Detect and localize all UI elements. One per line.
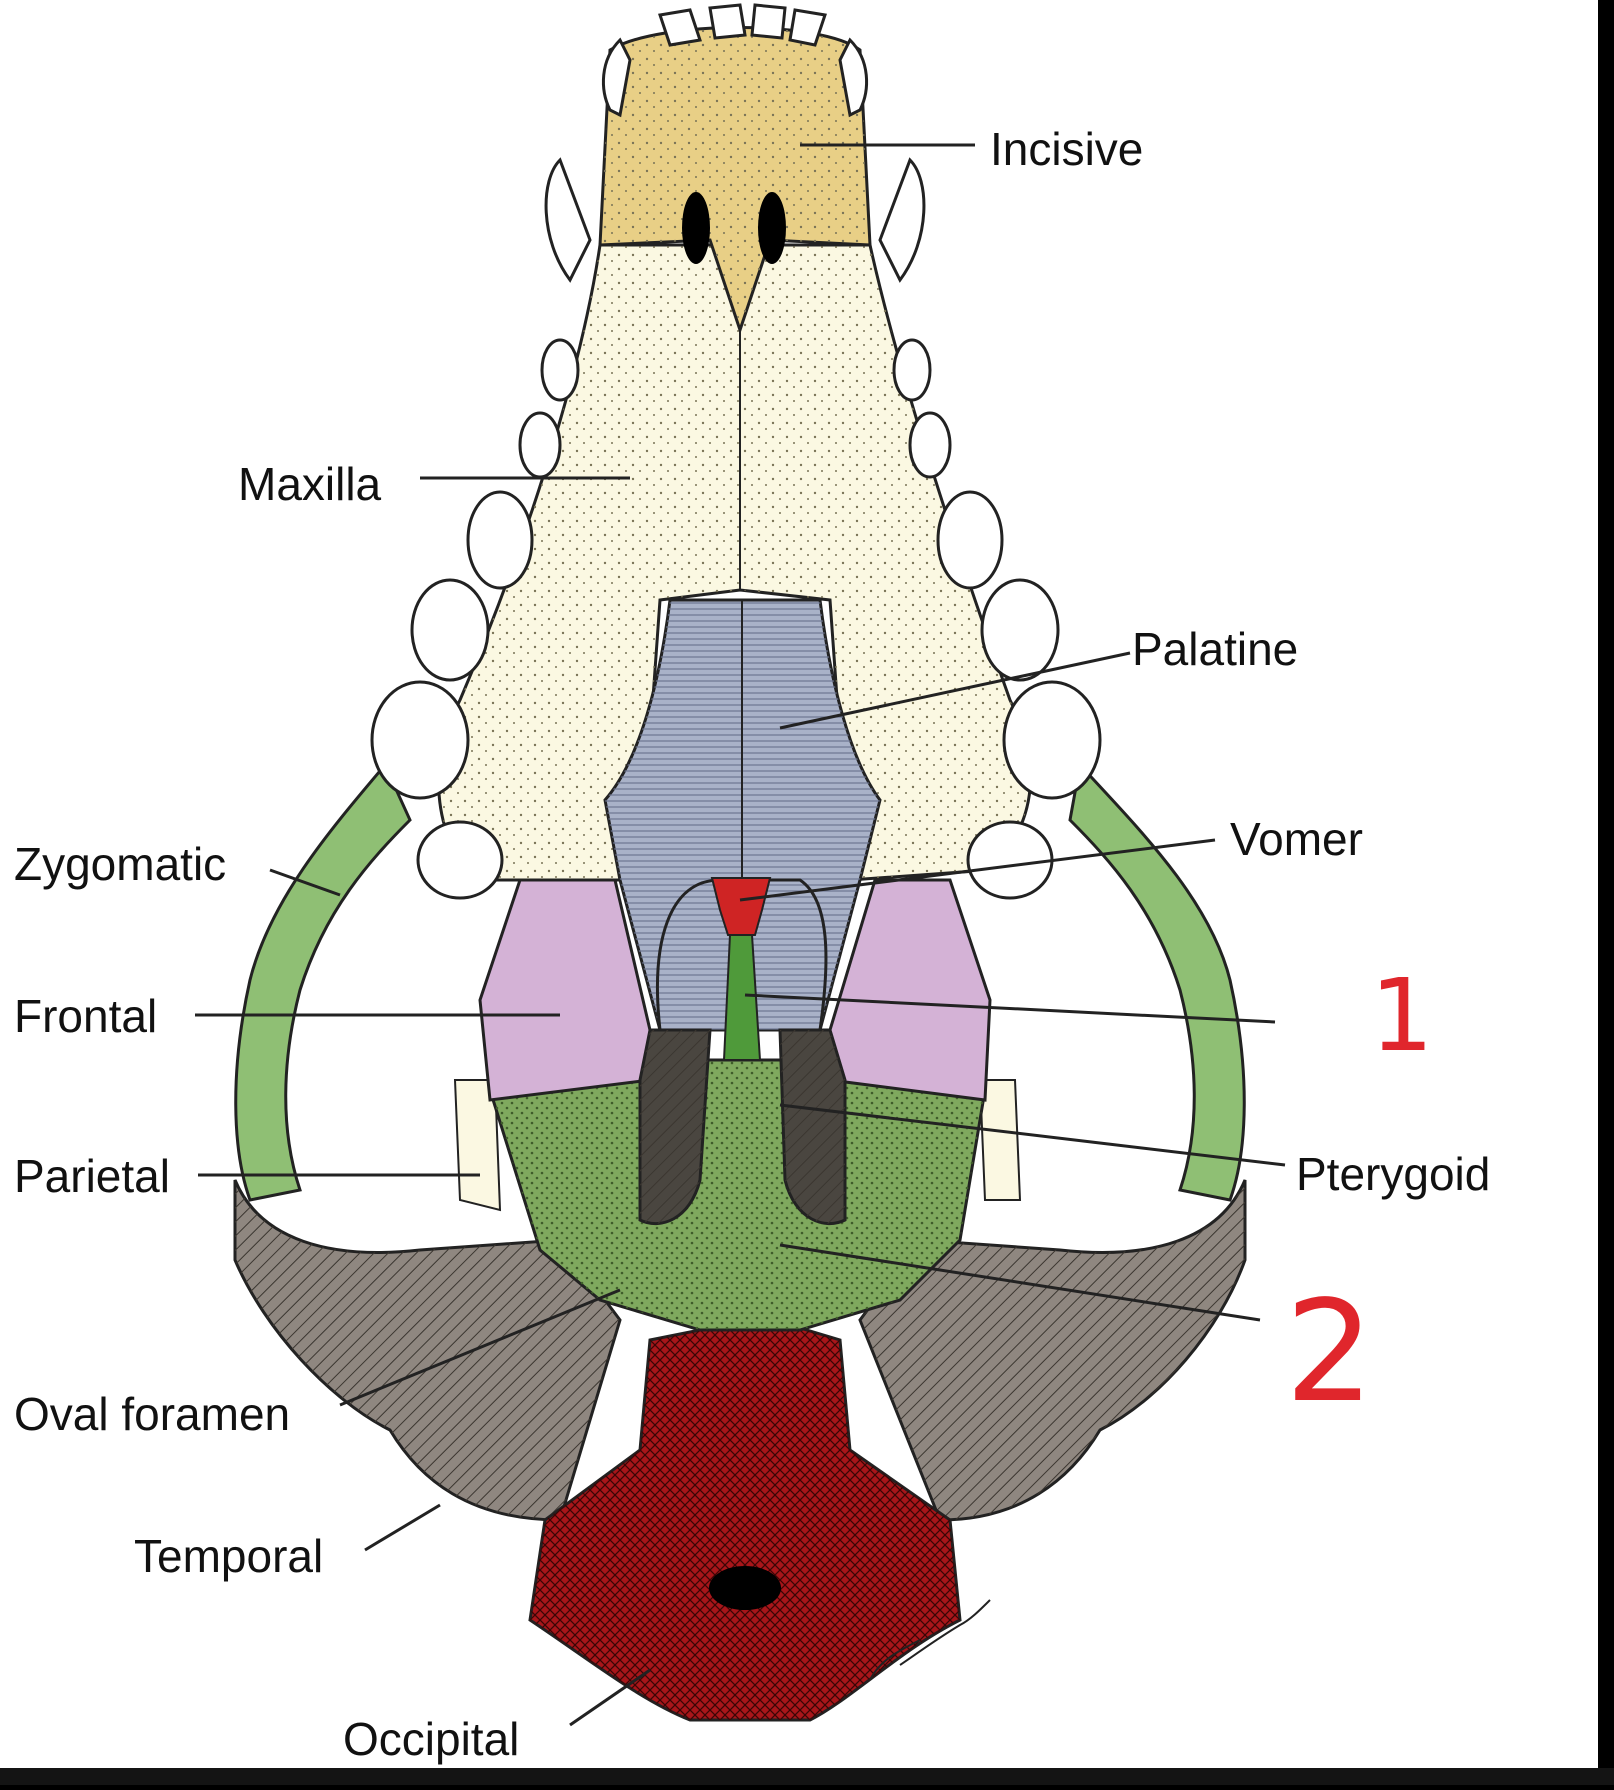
leader-2 xyxy=(779,1243,1261,1322)
temporal-bone xyxy=(233,1179,1247,1522)
basisphenoid-bone xyxy=(488,1058,987,1332)
leader-palatine xyxy=(779,651,1131,730)
occipital-bone xyxy=(528,1323,962,1722)
leader-occipital xyxy=(569,1668,651,1727)
label-oval-foramen: Oval foramen xyxy=(14,1388,290,1440)
label-incisive: Incisive xyxy=(990,123,1143,175)
leader-pterygoid xyxy=(779,1103,1286,1167)
label-parietal: Parietal xyxy=(14,1150,170,1202)
leader-oval-foramen xyxy=(339,1288,621,1407)
leader-lines xyxy=(195,143,1286,1727)
palatine-bone xyxy=(603,598,882,1032)
leader-zygomatic xyxy=(269,868,341,897)
leader-1 xyxy=(744,993,1276,1024)
label-zygomatic: Zygomatic xyxy=(14,838,226,890)
handwritten-mark-1: 1 xyxy=(1370,957,1434,1074)
maxilla-bone xyxy=(437,243,1032,882)
label-pterygoid: Pterygoid xyxy=(1296,1148,1490,1200)
leader-vomer xyxy=(739,838,1216,902)
bottom-bar xyxy=(0,1768,1614,1785)
pterygoid-bone xyxy=(638,1028,847,1226)
label-occipital: Occipital xyxy=(343,1713,519,1765)
label-palatine: Palatine xyxy=(1132,623,1298,675)
label-temporal: Temporal xyxy=(134,1530,323,1582)
label-frontal: Frontal xyxy=(14,990,157,1042)
handwritten-mark-2: 2 xyxy=(1285,1271,1374,1434)
palatine-fissure-left xyxy=(682,192,710,264)
label-maxilla: Maxilla xyxy=(238,458,382,510)
vomer-bone xyxy=(710,877,772,1061)
teeth xyxy=(370,3,1102,900)
leader-temporal xyxy=(364,1503,441,1552)
label-vomer: Vomer xyxy=(1230,813,1363,865)
palatine-fissure-right xyxy=(758,192,786,264)
foramen-magnum xyxy=(709,1566,781,1610)
artist-signature xyxy=(869,1599,991,1681)
parietal-bone xyxy=(453,1079,1022,1212)
zygomatic-bone xyxy=(234,761,1246,1202)
frontal-bone xyxy=(478,878,992,1102)
